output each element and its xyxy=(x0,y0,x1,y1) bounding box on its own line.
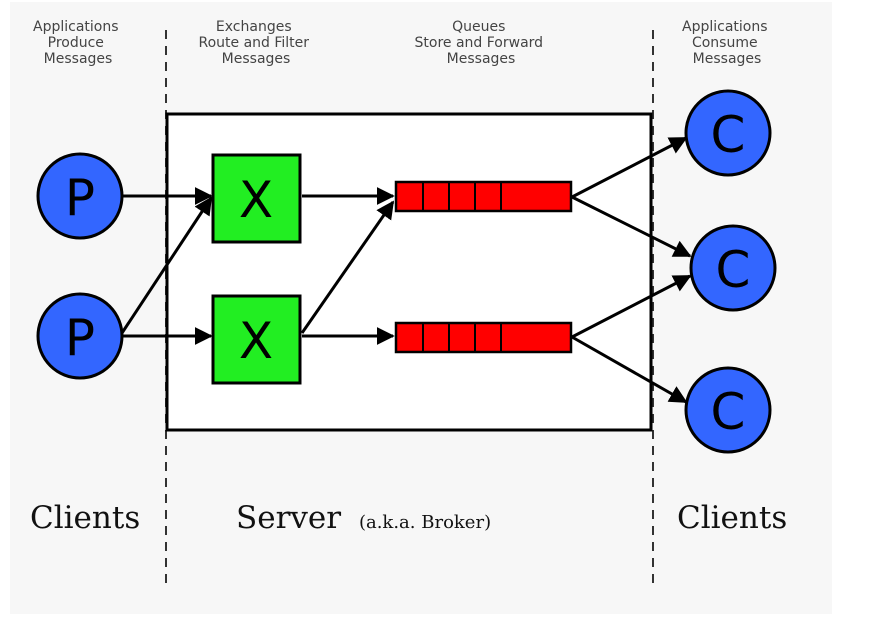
arrow-q2-c3 xyxy=(571,335,688,404)
svg-text:X: X xyxy=(239,312,273,370)
server-label-main: Server xyxy=(236,500,341,536)
header-exchanges: Exchanges Route and Filter Messages xyxy=(198,19,313,67)
svg-text:X: X xyxy=(239,171,273,229)
producer-node-2: P xyxy=(36,292,124,380)
clients-left-label: Clients xyxy=(30,500,140,536)
clients-right-label: Clients xyxy=(677,500,787,536)
arrow-x2-q1 xyxy=(300,200,395,334)
svg-text:P: P xyxy=(65,169,95,227)
header-consume: Applications Consume Messages xyxy=(682,19,772,67)
svg-text:C: C xyxy=(711,106,746,164)
server-label: Server (a.k.a. Broker) xyxy=(236,500,491,536)
consumer-node-1: C xyxy=(684,89,772,177)
svg-text:C: C xyxy=(711,383,746,441)
svg-text:C: C xyxy=(716,241,751,299)
arrow-q1-c2 xyxy=(571,195,692,258)
queue-2 xyxy=(394,321,573,354)
svg-text:P: P xyxy=(65,309,95,367)
server-label-aka: (a.k.a. Broker) xyxy=(359,512,491,533)
producer-node-1: P xyxy=(36,152,124,240)
arrow-q1-c1 xyxy=(571,136,688,199)
exchange-node-1: X xyxy=(211,153,302,244)
queue-1 xyxy=(394,180,573,213)
arrow-q2-c2 xyxy=(571,274,692,339)
consumer-node-3: C xyxy=(684,366,772,454)
header-produce: Applications Produce Messages xyxy=(33,19,123,67)
exchange-node-2: X xyxy=(211,294,302,385)
consumer-node-2: C xyxy=(689,224,777,312)
arrow-p2-x1 xyxy=(120,196,213,334)
header-queues: Queues Store and Forward Messages xyxy=(415,19,548,67)
